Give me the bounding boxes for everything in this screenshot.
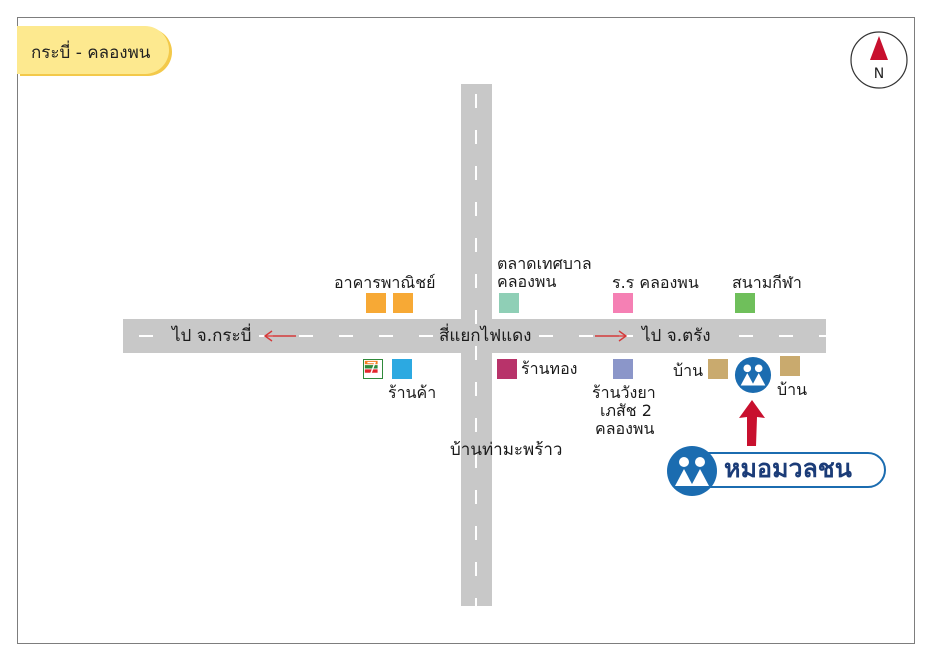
marker-stadium [735,293,755,313]
marker-market [499,293,519,313]
label-pharmacy-line1: ร้านวังยา [592,383,656,402]
label-pharmacy-line3: คลองพน [595,419,655,438]
label-market-line2: คลองพน [497,272,557,291]
marker-commercial-1 [366,293,386,313]
marker-house-left [708,359,728,379]
marker-house-right [780,356,800,376]
seven-eleven-icon [363,359,383,379]
label-house-left: บ้าน [673,361,704,380]
label-gold-shop: ร้านทอง [521,359,578,378]
label-to-krabi: ไป จ.กระบี่ [166,326,258,346]
compass-label: N [874,66,884,82]
label-school: ร.ร คลองพน [612,273,699,292]
route-tag-label: กระบี่ - คลองพน [31,43,151,63]
label-market-line1: ตลาดเทศบาล [497,254,592,273]
label-shop: ร้านค้า [388,383,437,402]
route-tag: กระบี่ - คลองพน [17,26,169,74]
arrow-right-icon [595,330,628,342]
label-intersection: สี่แยกไฟแดง [433,326,538,346]
marker-gold-shop [497,359,517,379]
label-to-trang: ไป จ.ตรัง [636,326,717,346]
red-arrow-icon [739,400,765,446]
marker-shop [392,359,412,379]
brand-logo-icon [667,446,717,496]
label-house-right: บ้าน [777,380,808,399]
label-pharmacy-line2: เภสัช 2 [600,401,652,420]
label-stadium: สนามกีฬา [732,273,802,292]
label-ban-tha-maprao: บ้านท่ามะพร้าว [450,440,563,460]
arrow-left-icon [263,330,296,342]
people-badge-icon [734,356,772,394]
compass-north-icon: N [850,31,908,89]
marker-commercial-2 [393,293,413,313]
marker-school [613,293,633,313]
label-commercial-building: อาคารพาณิชย์ [334,273,436,292]
brand-name: หมอมวลชน [724,454,852,483]
marker-pharmacy [613,359,633,379]
